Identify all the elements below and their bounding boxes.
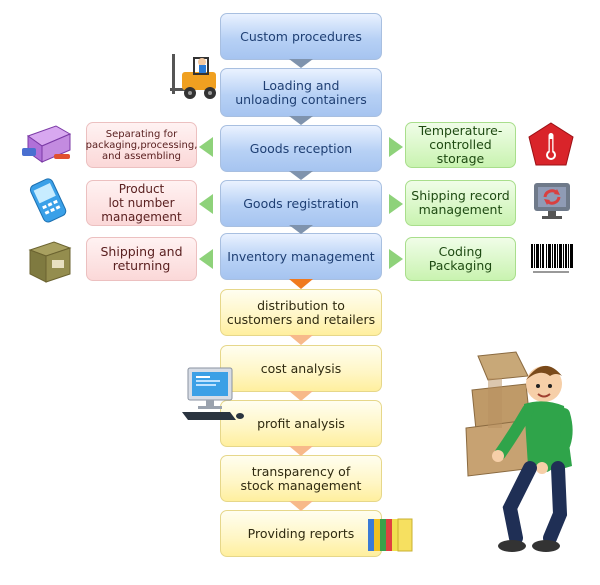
step-transparency: transparency of stock management: [220, 455, 382, 502]
thermometer-sign-icon: [528, 122, 574, 166]
arrow-down-4: [289, 225, 313, 234]
step-goods-registration: Goods registration: [220, 180, 382, 227]
computer-icon: [182, 367, 244, 420]
barcode-icon: [529, 240, 575, 278]
step-custom-procedures: Custom procedures: [220, 13, 382, 60]
delivery-person-icon: [465, 351, 573, 552]
arrow-left-3: [199, 249, 213, 269]
arrow-down-9: [289, 501, 313, 511]
step-separating: Separating for packaging,processing, and…: [86, 122, 197, 168]
step-coding-packaging: Coding Packaging: [405, 237, 516, 281]
step-distribution: distribution to customers and retailers: [220, 289, 382, 336]
toolbox-icon: [22, 125, 72, 163]
refresh-monitor-icon: [534, 183, 570, 219]
arrow-left-1: [199, 137, 213, 157]
step-inventory-management: Inventory management: [220, 233, 382, 280]
forklift-icon: [170, 54, 216, 99]
step-loading-unloading: Loading and unloading containers: [220, 68, 382, 117]
step-shipping-returning: Shipping and returning: [86, 237, 197, 281]
arrow-down-7: [289, 391, 313, 401]
arrow-right-2: [389, 194, 403, 214]
arrow-down-8: [289, 446, 313, 456]
step-cost-analysis: cost analysis: [220, 345, 382, 392]
arrow-down-3: [289, 171, 313, 180]
cardboard-box-icon: [28, 241, 72, 283]
binders-icon: [368, 518, 413, 552]
step-shipping-record: Shipping record management: [405, 180, 516, 226]
handheld-scanner-icon: [29, 178, 67, 223]
step-providing-reports: Providing reports: [220, 510, 382, 557]
arrow-right-3: [389, 249, 403, 269]
arrow-down-1: [289, 59, 313, 68]
arrow-right-1: [389, 137, 403, 157]
arrow-down-2: [289, 116, 313, 125]
arrow-down-6: [289, 335, 313, 345]
step-goods-reception: Goods reception: [220, 125, 382, 172]
step-profit-analysis: profit analysis: [220, 400, 382, 447]
step-temperature-storage: Temperature- controlled storage: [405, 122, 516, 168]
step-lot-number: Product lot number management: [86, 180, 197, 226]
arrow-down-5: [289, 279, 313, 289]
arrow-left-2: [199, 194, 213, 214]
